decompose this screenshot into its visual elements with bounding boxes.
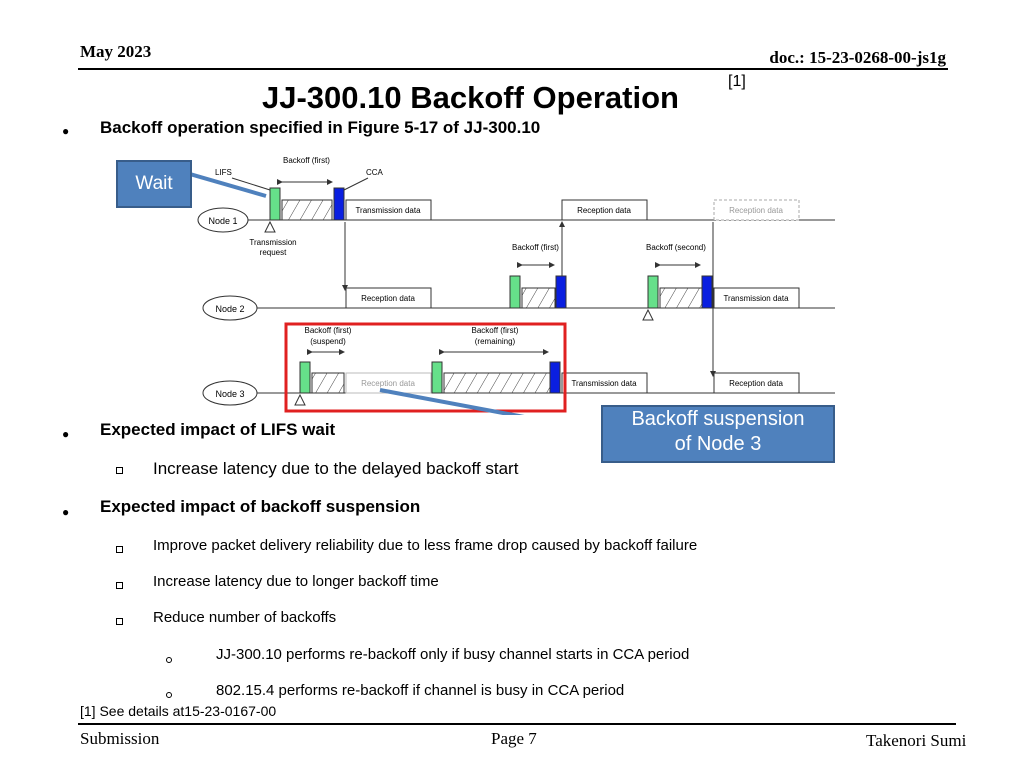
node-3-remaining-label: (remaining) bbox=[475, 337, 516, 346]
node-3-lifs-block-2 bbox=[431, 361, 443, 394]
node-1-label: Node 1 bbox=[208, 216, 237, 226]
sub-bullet-square bbox=[116, 582, 123, 589]
node-2-lifs-block-2 bbox=[647, 275, 659, 309]
node-3-backoff-suspend-hatch bbox=[311, 372, 345, 394]
sub-sub-bullet-802154: 802.15.4 performs re-backoff if channel … bbox=[216, 682, 625, 699]
node-3-suspend-label: (suspend) bbox=[310, 337, 346, 346]
node-2-lifs-block bbox=[509, 275, 521, 309]
bullet-suspension-impact: Expected impact of backoff suspension bbox=[100, 497, 421, 516]
node-2-cca-block-2 bbox=[701, 275, 713, 309]
backoff-suspension-callout: Backoff suspension of Node 3 bbox=[601, 405, 835, 463]
node-2-request-marker bbox=[642, 308, 654, 321]
wait-callout: Wait bbox=[116, 160, 192, 208]
footnote: [1] See details at15-23-0167-00 bbox=[80, 703, 277, 719]
node-3-label: Node 3 bbox=[215, 389, 244, 399]
sub-sub-bullet-circle bbox=[166, 692, 172, 698]
node-1-reception-box-faded bbox=[713, 199, 800, 221]
node-2-backoff-first-label: Backoff (first) bbox=[512, 243, 559, 252]
sub-bullet-reliability: Improve packet delivery reliability due … bbox=[153, 537, 698, 554]
header-doc-id: doc.: 15-23-0268-00-js1g bbox=[769, 48, 946, 67]
sub-sub-bullet-jj300: JJ-300.10 performs re-backoff only if bu… bbox=[216, 646, 690, 663]
node-3-transmission-box bbox=[561, 372, 648, 394]
node-3-backoff-remaining-hatch bbox=[443, 372, 551, 394]
node-1-lifs-block bbox=[269, 187, 281, 221]
cca-label: CCA bbox=[366, 168, 384, 177]
footer-divider bbox=[78, 723, 956, 725]
backoff-timing-diagram: Node 1 Node 2 Node 3 Transmission data R… bbox=[190, 156, 835, 415]
header-date: May 2023 bbox=[80, 42, 152, 61]
node-1-request-marker bbox=[264, 220, 276, 233]
node-3-reception-label-2: Reception data bbox=[729, 379, 783, 388]
node-1-cca-block bbox=[333, 187, 345, 221]
sub-bullet-square bbox=[116, 618, 123, 625]
callout-line-1: Backoff suspension bbox=[631, 408, 805, 430]
node-2-reception-label: Reception data bbox=[361, 294, 415, 303]
node-2-backoff-hatch-2 bbox=[659, 287, 703, 309]
sub-bullet-square bbox=[116, 467, 123, 474]
footer-submission: Submission bbox=[80, 729, 160, 748]
node-3-backoff-first-label: Backoff (first) bbox=[305, 326, 352, 335]
transmission-request-line-2: request bbox=[260, 248, 287, 257]
node-1-reception-box bbox=[561, 199, 648, 221]
node-2-transmission-label: Transmission data bbox=[723, 294, 789, 303]
bullet-dot: ● bbox=[62, 427, 70, 441]
node-3-transmission-label: Transmission data bbox=[571, 379, 637, 388]
node-3-reception-label: Reception data bbox=[361, 379, 415, 388]
footer-page-number: Page 7 bbox=[491, 729, 537, 748]
node-3-reception-box-2 bbox=[713, 372, 800, 394]
lifs-label: LIFS bbox=[215, 168, 232, 177]
title-reference: [1] bbox=[728, 73, 746, 90]
node-3-cca-block bbox=[549, 361, 561, 394]
node-1-backoff-label: Backoff (first) bbox=[283, 156, 330, 165]
node-2-cca-block bbox=[555, 275, 567, 309]
sub-sub-bullet-circle bbox=[166, 657, 172, 663]
bullet-dot: ● bbox=[62, 505, 70, 519]
footer-author: Takenori Sumi bbox=[866, 731, 967, 750]
node-2-label: Node 2 bbox=[215, 304, 244, 314]
bullet-dot: ● bbox=[62, 124, 70, 138]
node-2-transmission-box bbox=[713, 287, 800, 309]
node-2-backoff-hatch bbox=[521, 287, 556, 309]
sub-bullet-latency-backoff: Increase latency due to longer backoff t… bbox=[153, 573, 439, 590]
node-3-request-marker bbox=[294, 393, 306, 406]
node-3-lifs-block bbox=[299, 361, 311, 394]
backoff-suspension-highlight bbox=[284, 322, 567, 413]
node-1-transmission-box bbox=[345, 199, 432, 221]
sub-bullet-latency-lifs: Increase latency due to the delayed back… bbox=[153, 459, 519, 478]
sub-bullet-square bbox=[116, 546, 123, 553]
node-2-backoff-second-label: Backoff (second) bbox=[646, 243, 706, 252]
bullet-figure-ref: Backoff operation specified in Figure 5-… bbox=[100, 118, 541, 137]
header-divider bbox=[78, 68, 948, 70]
node-3-backoff-first-label-2: Backoff (first) bbox=[472, 326, 519, 335]
bullet-lifs-impact: Expected impact of LIFS wait bbox=[100, 420, 336, 439]
node-1-transmission-label: Transmission data bbox=[355, 206, 421, 215]
node-2-reception-box bbox=[345, 287, 432, 309]
node-1-reception-label: Reception data bbox=[577, 206, 631, 215]
callout-line-2: of Node 3 bbox=[674, 433, 762, 455]
sub-bullet-reduce-backoffs: Reduce number of backoffs bbox=[153, 609, 337, 626]
node-1-backoff-hatch bbox=[281, 199, 333, 221]
node-1-reception-label-faded: Reception data bbox=[729, 206, 783, 215]
transmission-request-line-1: Transmission bbox=[249, 238, 296, 247]
slide-title: JJ-300.10 Backoff Operation bbox=[262, 80, 679, 115]
